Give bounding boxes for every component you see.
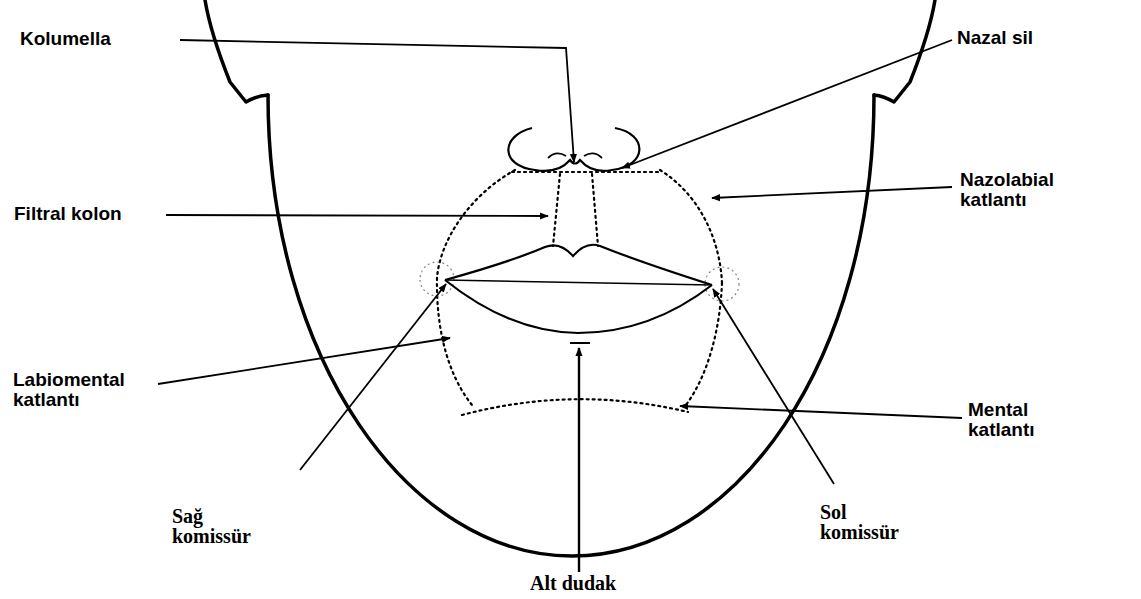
leader-line bbox=[300, 284, 446, 470]
part-label: Alt dudak bbox=[530, 573, 616, 593]
labiomental-fold bbox=[686, 283, 722, 405]
part-label: Nazolabial katlantı bbox=[960, 170, 1054, 210]
nostril bbox=[584, 153, 602, 158]
part-label: Kolumella bbox=[20, 29, 111, 49]
part-label: Mental katlantı bbox=[968, 400, 1035, 440]
leader-line bbox=[578, 348, 580, 572]
jaw-outline bbox=[268, 95, 874, 556]
lip-line bbox=[445, 280, 712, 285]
nostril bbox=[548, 153, 566, 158]
lower-lip-mark bbox=[570, 342, 590, 344]
part-label: Filtral kolon bbox=[14, 204, 122, 224]
left-ear bbox=[205, 0, 268, 102]
leader-line bbox=[680, 406, 962, 418]
philtral-column bbox=[592, 174, 598, 246]
philtral-column bbox=[553, 174, 560, 246]
nasal-sill-line bbox=[512, 171, 662, 173]
part-label: Sağ komissür bbox=[172, 506, 251, 546]
nasolabial-fold bbox=[660, 170, 722, 283]
upper-lip bbox=[445, 245, 712, 285]
part-label: Nazal sil bbox=[957, 28, 1033, 48]
lower-lip bbox=[445, 280, 712, 333]
leader-line bbox=[712, 187, 952, 198]
part-label: Labiomental katlantı bbox=[13, 370, 125, 410]
part-label: Sol komissür bbox=[820, 502, 899, 542]
mental-fold bbox=[462, 399, 688, 415]
leader-line bbox=[713, 289, 834, 484]
leader-line bbox=[622, 40, 952, 168]
leader-line bbox=[166, 215, 548, 216]
leader-line bbox=[180, 40, 574, 162]
leader-line bbox=[158, 338, 450, 384]
